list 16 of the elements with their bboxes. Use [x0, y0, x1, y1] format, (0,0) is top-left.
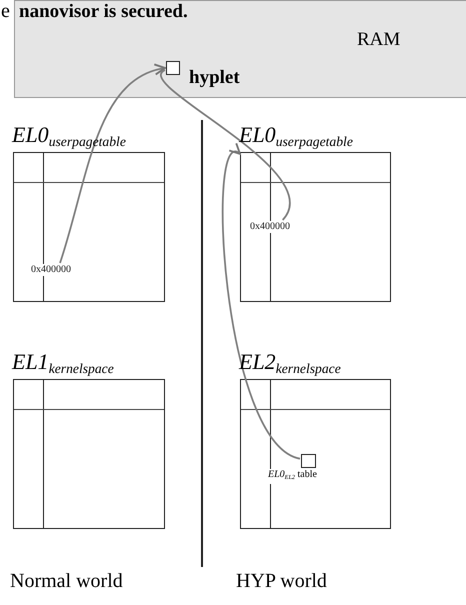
table-title: EL0$_{userpagetable}$: [12, 124, 126, 151]
panel-heading: nanovisor is secured.: [19, 1, 188, 23]
text-fragment: e: [1, 0, 10, 22]
panel-label: RAM: [357, 29, 400, 51]
node-caption: EL0$_{EL2}$ table: [268, 469, 317, 484]
memory-panel: [14, 0, 466, 98]
table-title: EL0$_{userpagetable}$: [239, 124, 353, 151]
table-title: EL2$_{kernelspace}$: [239, 350, 341, 378]
small-square: [166, 61, 180, 75]
curved-arrow: [222, 146, 300, 460]
world-label: Normal world: [10, 570, 123, 592]
curved-arrow: [59, 64, 166, 264]
world-label: HYP world: [236, 570, 327, 592]
small-square: [301, 454, 316, 468]
node-caption: hyplet: [189, 67, 240, 88]
table-title: EL1$_{kernelspace}$: [12, 350, 114, 378]
